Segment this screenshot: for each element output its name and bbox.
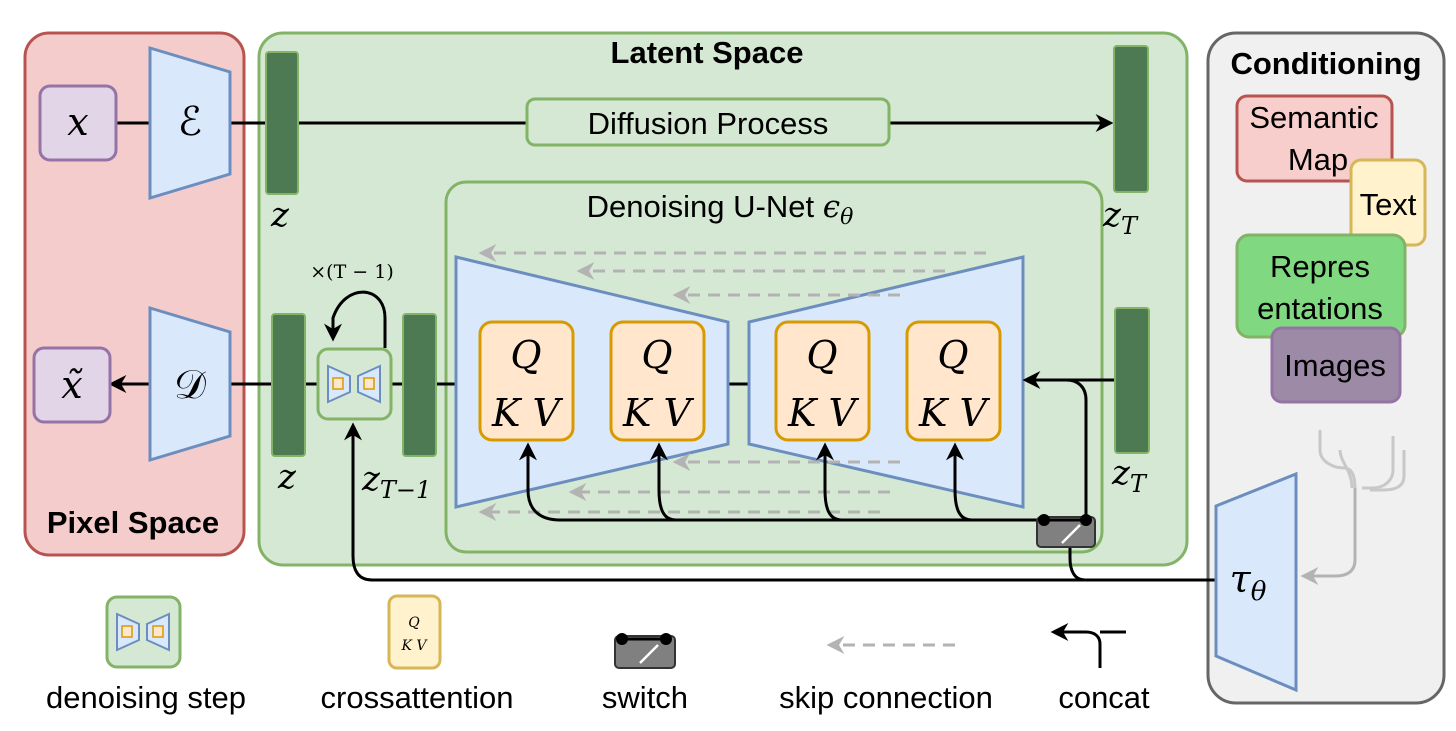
latent-zT-minus-1 [402, 313, 437, 457]
tau-to-step-arrow [344, 422, 1216, 582]
decoder-trapezoid [148, 305, 232, 463]
legend-crossattention: Q K V crossattention [321, 594, 514, 715]
legend-switch: switch [602, 633, 688, 715]
skip-connections [478, 244, 986, 521]
qkv-box [478, 320, 575, 442]
latent-zT-minus-1-label: zT−1 [361, 459, 431, 504]
legend-qkv-q: Q [408, 615, 420, 631]
encoder-label: ℰ [178, 99, 202, 145]
qkv-q-label: Q [641, 333, 672, 377]
merge-branch-right [1338, 449, 1354, 489]
legend-concat-arrow-icon [1050, 623, 1102, 668]
switch-toggle [1061, 524, 1081, 544]
latent-space-label: Latent Space [611, 35, 804, 70]
switch-node-right [1080, 514, 1092, 526]
conditioning-branch-3 [816, 442, 843, 522]
legend-switch-icon [614, 635, 676, 669]
latent-z-top-label: z [270, 195, 290, 235]
legend-skip-connection-label: skip connection [779, 680, 993, 715]
denoising-step-box [316, 347, 393, 421]
qkv-box [774, 320, 871, 442]
images-box [1270, 326, 1402, 404]
qkv-kv-label: K V [918, 391, 990, 435]
input-x-label: x [67, 100, 88, 144]
diffusion-process-label: Diffusion Process [588, 106, 829, 141]
semantic-map-label-line1: Semantic [1249, 100, 1378, 135]
qkv-kv-label: K V [622, 391, 694, 435]
qkv-kv-label: K V [491, 391, 563, 435]
semantic-map-label-line2: Map [1288, 142, 1348, 177]
conditioning-bus [519, 442, 1044, 522]
conditioning-merge-tree [1300, 430, 1406, 585]
legend-denoising-step-label: denoising step [46, 680, 246, 715]
latent-zT-bottom [1114, 307, 1150, 454]
qkv-box [609, 320, 706, 442]
legend-denoising-step-icon [105, 595, 182, 669]
qkv-block-3: Q K V [774, 320, 871, 442]
conditioning-branch-2 [650, 442, 677, 522]
latent-z-bottom-label: z [277, 457, 297, 497]
representations-label-line1: Repres [1270, 249, 1370, 284]
representations-label-line2: entations [1257, 291, 1383, 326]
repeat-loop-arrow [324, 290, 387, 348]
merge-branch-bottom [1370, 450, 1406, 492]
legend-denoising-step: denoising step [46, 595, 246, 715]
qkv-block-1: Q K V [478, 320, 575, 442]
legend-switch-node-left [616, 633, 628, 645]
legend-switch-node-right [660, 633, 672, 645]
legend-qkv-kv: K V [400, 638, 428, 654]
conditioning-branch-4 [946, 442, 973, 522]
output-x-tilde-label: x̃ [61, 363, 82, 407]
conditioning-arrows [344, 371, 1216, 582]
text-label: Text [1360, 187, 1417, 222]
repeat-label: ×(T − 1) [310, 261, 394, 283]
latent-z-bottom [271, 313, 306, 457]
pixel-space-label: Pixel Space [47, 505, 219, 540]
unet-title: Denoising U-Net ϵθ [587, 189, 854, 230]
merge-branch-left [1318, 430, 1357, 489]
legend-step-right-attn-icon [152, 625, 164, 638]
merge-branch-right-top [1362, 436, 1395, 490]
step-right-attn-icon [363, 377, 375, 390]
conditioning-label: Conditioning [1230, 46, 1421, 81]
diffusion-process-box [525, 97, 891, 147]
step-left-attn-icon [332, 377, 344, 390]
latent-zT-top-label: zT [1102, 195, 1139, 240]
latent-zT-bottom-label: zT [1111, 453, 1148, 498]
legend-switch-toggle [639, 644, 659, 664]
switch-node-left [1038, 514, 1050, 526]
legend-step-left-attn-icon [121, 625, 133, 638]
tau-label: τθ [1230, 557, 1267, 607]
qkv-q-label: Q [806, 333, 837, 377]
qkv-block-4: Q K V [905, 320, 1002, 442]
encoder-trapezoid [148, 45, 232, 201]
qkv-box [905, 320, 1002, 442]
qkv-q-label: Q [510, 333, 541, 377]
qkv-q-label: Q [937, 333, 968, 377]
legend-skip-connection: skip connection [779, 636, 993, 715]
merge-trunk [1300, 488, 1357, 585]
semantic-map-box [1235, 94, 1394, 183]
legend-switch-label: switch [602, 680, 688, 715]
qkv-kv-label: K V [787, 391, 859, 435]
tau-encoder-trapezoid [1214, 471, 1298, 693]
switch-box [1036, 516, 1096, 548]
images-label: Images [1284, 348, 1386, 383]
legend-qkv-icon [387, 594, 442, 670]
output-x-tilde-box [32, 346, 112, 424]
legend-crossattention-label: crossattention [321, 680, 514, 715]
latent-zT-top [1113, 45, 1149, 193]
input-x-box [38, 84, 118, 162]
qkv-block-2: Q K V [609, 320, 706, 442]
legend-concat: concat [1050, 623, 1150, 715]
decoder-label: 𝒟 [174, 362, 206, 408]
latent-z-top [265, 51, 299, 195]
legend-concat-label: concat [1058, 680, 1150, 715]
